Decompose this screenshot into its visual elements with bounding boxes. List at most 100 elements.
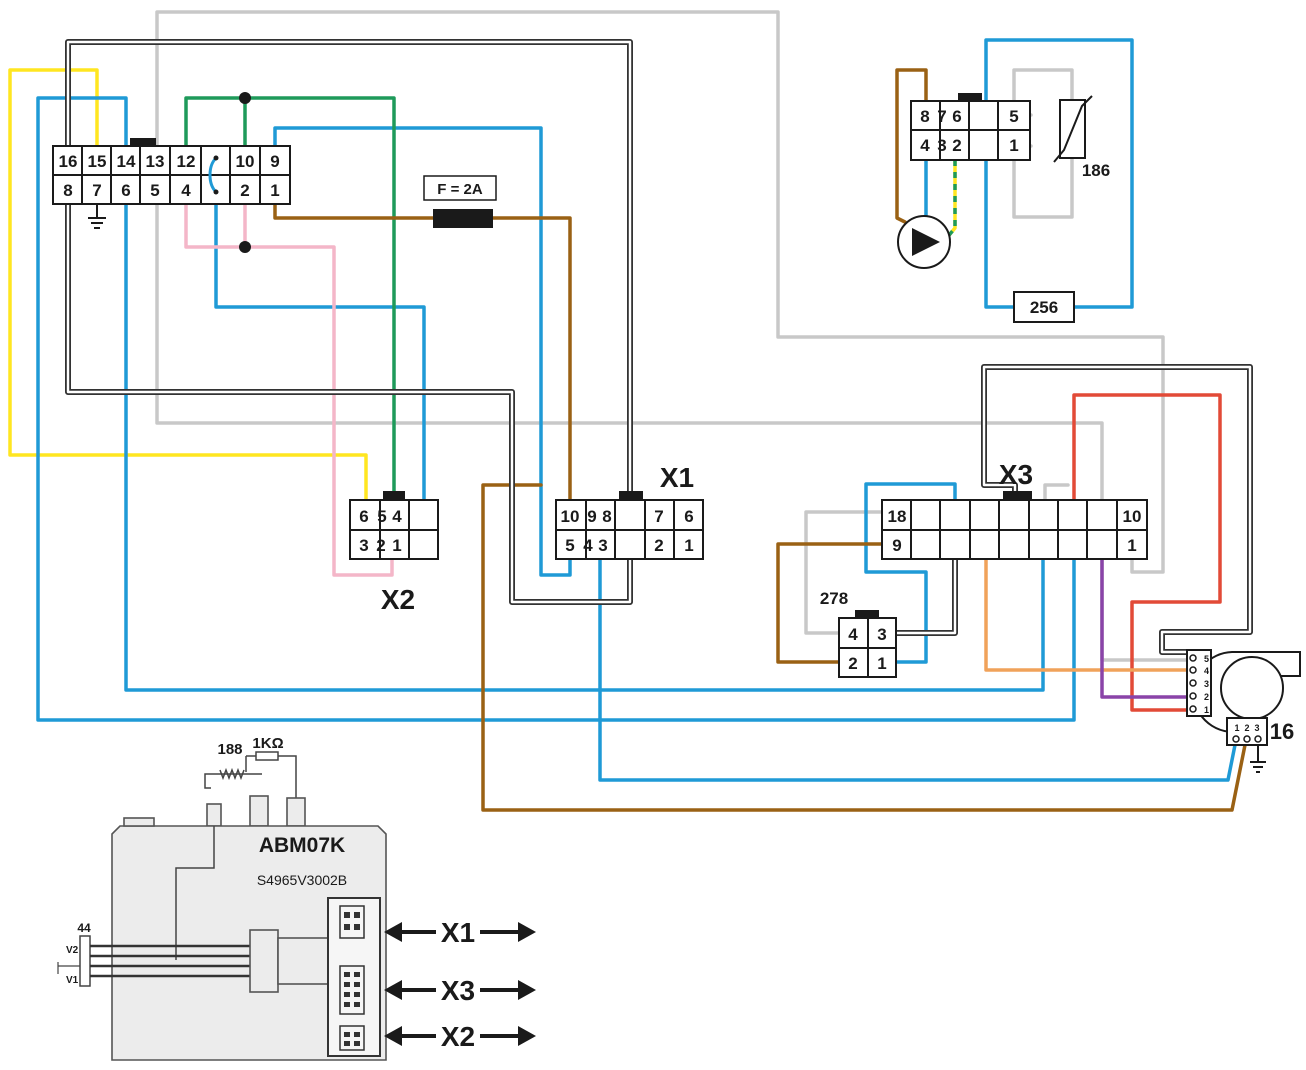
main-pin: 4: [181, 181, 191, 200]
wire-brown-fuse: [273, 198, 572, 502]
pump-connector-pin: 2: [952, 136, 961, 155]
fuse-label: F = 2A: [437, 181, 483, 198]
pump-connector-pin: 4: [920, 136, 930, 155]
arrow-x3-label: X3: [441, 975, 475, 1006]
main-pin: 9: [270, 152, 279, 171]
x3-connector: 18 10 9 1 X3: [881, 459, 1148, 560]
arrow-x2-label: X2: [441, 1021, 475, 1052]
electrode-icon: [204, 767, 262, 789]
arrow-x1-label: X1: [441, 917, 475, 948]
connector-278: 4 3 2 1 278: [820, 589, 897, 678]
fan-side-pin: 4: [1204, 666, 1209, 676]
wire-yellow: [8, 68, 368, 502]
connector-44: [79, 935, 91, 987]
x2-pin: 6: [359, 507, 368, 526]
ground-icon: [1250, 745, 1266, 773]
wire-purple: [1100, 558, 1192, 699]
connector-278-pin: 1: [877, 654, 886, 673]
fan-side-pin: 1: [1204, 705, 1209, 715]
v2-label: V2: [66, 945, 79, 956]
x1-pin: 2: [654, 536, 663, 555]
crossover-wire: [208, 156, 218, 194]
connector-key: [130, 138, 156, 147]
wire-blue-278: [864, 482, 957, 664]
junction-dot-green: [239, 92, 251, 104]
x2-connector: 6 5 4 3 2 1 X2: [349, 491, 439, 615]
wire-blue-256: [984, 38, 1134, 309]
x2-pin: 2: [376, 536, 385, 555]
wire-gray-main: [155, 10, 1165, 574]
x3-pin: 10: [1123, 507, 1142, 526]
arrow-x2: X2: [384, 1021, 536, 1052]
fan-side-pin: 2: [1204, 692, 1209, 702]
x1-pin: 3: [598, 536, 607, 555]
pump-connector-pin: 8: [920, 107, 929, 126]
wire-brown-278: [776, 542, 884, 664]
x1-pin: 10: [561, 507, 580, 526]
x1-label: X1: [660, 462, 694, 493]
module-abm07k: 188 1KΩ ABM07K S4965V3002B 44 V2 V1: [57, 735, 387, 1061]
wire-double-group: [65, 39, 1253, 655]
wires: [8, 10, 1253, 812]
block-256-label: 256: [1030, 298, 1058, 317]
connector-44-label: 44: [77, 921, 91, 935]
connector-278-label: 278: [820, 589, 848, 608]
main-pin: 7: [92, 181, 101, 200]
main-pin: 16: [59, 152, 78, 171]
main-pin: 15: [88, 152, 107, 171]
arrow-x1: X1: [384, 917, 536, 948]
pump-connector: 8 7 6 5 4 3 2 1: [910, 93, 1031, 161]
x2-pin: 5: [377, 507, 386, 526]
wire-blue-pin6: [124, 198, 1045, 692]
wire-green: [184, 96, 396, 502]
connector-278-pin: 3: [877, 625, 886, 644]
x2-pin: 4: [392, 507, 402, 526]
pump-connector-pin: 6: [952, 107, 961, 126]
sensor-186: 186: [1053, 95, 1110, 180]
main-pin: 12: [177, 152, 196, 171]
sensor-186-label: 186: [1082, 161, 1110, 180]
pump-icon: [897, 215, 951, 269]
pump-connector-pin: 1: [1009, 136, 1018, 155]
main-pin: 8: [63, 181, 72, 200]
x1-pin: 6: [684, 507, 693, 526]
wire-gray-278: [804, 510, 884, 635]
fan-bottom-pin: 2: [1244, 723, 1249, 733]
main-pin: 2: [240, 181, 249, 200]
x1-pin: 1: [684, 536, 693, 555]
wire-red: [1072, 393, 1222, 712]
x2-pin: 3: [359, 536, 368, 555]
main-connector: 16 15 14 13 12 10 9 8 7 6 5 4 2 1: [52, 138, 291, 205]
arrow-x3: X3: [384, 975, 536, 1006]
wire-blue-fan: [598, 558, 1238, 782]
x1-pin: 9: [587, 507, 596, 526]
electrode-188-label: 188: [217, 741, 242, 758]
wire-blue-256-left: [984, 144, 1016, 309]
main-pin: 6: [121, 181, 130, 200]
main-pin: 14: [117, 152, 136, 171]
ground-icon: [88, 200, 106, 229]
fan-16: 5 4 3 2 1 1 2 3 16: [1186, 649, 1301, 773]
block-256: 256: [1013, 291, 1075, 323]
x1-pin: 7: [654, 507, 663, 526]
wire-blue-outer: [36, 96, 1076, 722]
module-body: [111, 825, 387, 1061]
pump-connector-pin: 3: [937, 136, 946, 155]
fan-bottom-pin: 1: [1234, 723, 1239, 733]
v1-label: V1: [66, 975, 79, 986]
x3-pin: 1: [1127, 536, 1136, 555]
module-x2-slot: [339, 1025, 365, 1051]
pump-connector-pin: 7: [937, 107, 946, 126]
wire-blue-x2: [214, 198, 426, 502]
ground-icon: [57, 962, 80, 974]
x1-connector: 10 9 8 7 6 5 4 3 2 1 X1: [555, 462, 704, 560]
x2-label: X2: [381, 584, 415, 615]
main-pin: 13: [146, 152, 165, 171]
module-x3-slot: [339, 965, 365, 1015]
wire-orange: [984, 558, 1192, 672]
main-pin: 10: [236, 152, 255, 171]
module-name: ABM07K: [259, 834, 345, 857]
x3-pin: 18: [888, 507, 907, 526]
main-pin: 1: [270, 181, 279, 200]
